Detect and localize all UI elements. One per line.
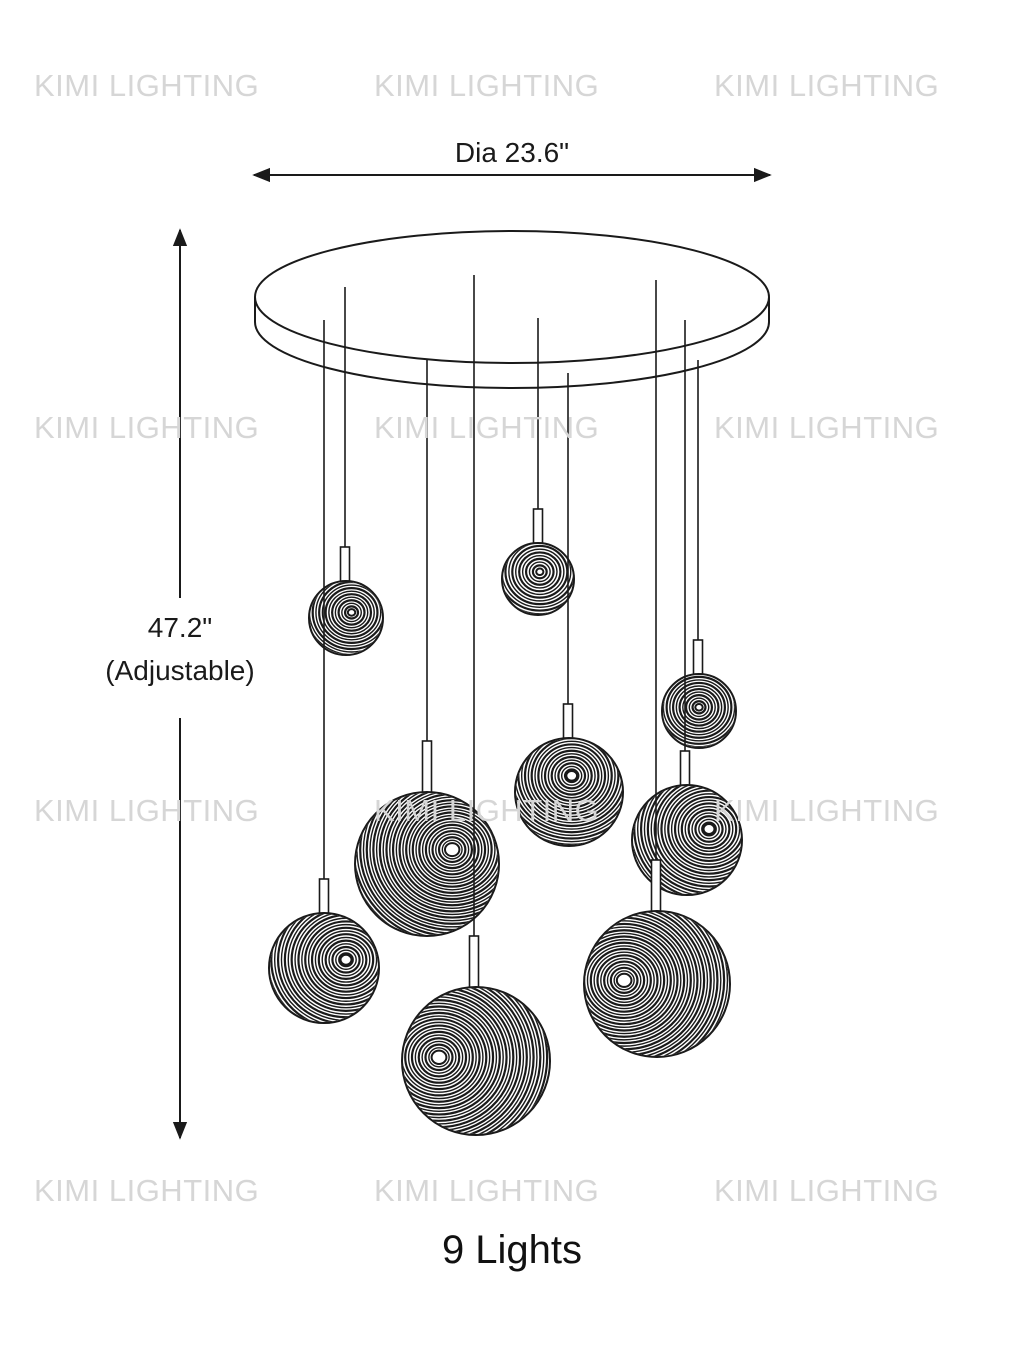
pendant-light (354, 360, 500, 937)
pendant-light (308, 287, 384, 656)
height-label: 47.2" (147, 612, 213, 643)
pendant-light (501, 318, 575, 616)
pendant-light (583, 280, 731, 1058)
diameter-label: Dia 23.6" (454, 137, 570, 168)
height-note: (Adjustable) (105, 655, 255, 686)
pendant-light (661, 360, 737, 749)
pendant-light (401, 275, 551, 1136)
pendant-light (268, 320, 380, 1024)
pendant-light (514, 373, 624, 847)
ceiling-canopy (254, 230, 770, 389)
pendant-light (631, 320, 743, 896)
light-count-caption: 9 Lights (441, 1228, 583, 1272)
